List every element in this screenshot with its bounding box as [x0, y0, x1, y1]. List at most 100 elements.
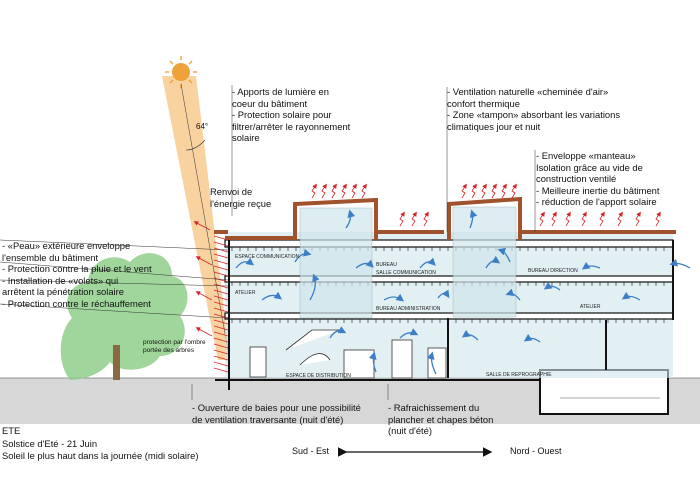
heat-arrow — [581, 211, 587, 227]
shutter-slat — [213, 325, 229, 331]
sun-angle-line — [180, 83, 231, 363]
shutter-slat — [213, 307, 229, 313]
renvoi-line: l'énergie reçue — [210, 197, 272, 209]
annotation-envelope: - Enveloppe «manteau» Isolation grâce au… — [536, 150, 660, 208]
atrium-glass — [299, 206, 517, 319]
annotation-line: de ventilation traversante (nuit d'été) — [192, 413, 344, 425]
annotation-line: - «Peau» extérieure enveloppe — [2, 240, 131, 251]
shutter-slat — [213, 271, 229, 277]
shutter-slat — [213, 253, 229, 259]
shutter-slat — [213, 313, 229, 319]
airflow-arrow — [294, 248, 312, 263]
heat-arrow — [617, 211, 623, 227]
annotation-line: filtrer/arrêter le rayonnement — [232, 120, 351, 132]
heat-arrow — [471, 183, 477, 199]
room-label: ESPACE DE DISTRIBUTION — [286, 373, 351, 379]
roof — [214, 196, 676, 240]
shutter-slat — [213, 235, 229, 241]
room-label: SALLE COMMUNICATION — [376, 270, 436, 276]
season-line: Soleil le plus haut dans la journée (mid… — [2, 450, 199, 461]
heat-arrow — [331, 183, 337, 199]
room-label: ATELIER — [580, 304, 601, 310]
shutter-slat — [213, 247, 229, 253]
renvoi-line: Renvoi de — [210, 186, 253, 197]
heat-arrow — [321, 183, 327, 199]
room-label: BUREAU DIRECTION — [528, 268, 578, 274]
airflow-arrow — [581, 261, 601, 270]
shutter-slat — [213, 343, 229, 349]
annotation-line: - Ventilation naturelle «cheminée d'air» — [447, 86, 609, 97]
shutter-slat — [213, 319, 229, 325]
facade-shutters — [213, 235, 229, 373]
sun-angle-label: 64° — [196, 122, 209, 131]
annotation-line: - Protection solaire pour — [232, 109, 332, 120]
airflow-arrow — [329, 326, 347, 339]
shutter-slat — [213, 337, 229, 343]
airflow-arrow — [368, 351, 377, 373]
shutter-slat — [213, 349, 229, 355]
heat-arrow — [341, 183, 347, 199]
heat-arrow — [539, 211, 545, 227]
annotation-line: arrêtent la pénétration solaire — [2, 286, 124, 297]
heat-arrow — [501, 183, 507, 199]
solar-reflection-arrows — [193, 221, 213, 337]
annotation-line: - Enveloppe «manteau» — [536, 150, 636, 161]
airflow-arrow — [523, 333, 541, 343]
heat-arrow — [461, 183, 467, 199]
annotation-line: - Meilleure inertie du bâtiment — [536, 184, 660, 196]
annotation-line: Isolation grâce au vide de — [536, 161, 643, 173]
annotation-line: - Installation de «volets» qui — [2, 274, 119, 286]
shutter-slat — [213, 277, 229, 283]
walls — [215, 240, 674, 390]
airflow-arrow — [669, 258, 691, 269]
airflow-arrow — [399, 328, 419, 339]
airflow-arrow — [345, 209, 356, 229]
airflow-arrow — [437, 289, 450, 299]
sun-icon — [165, 56, 197, 88]
room-label: BUREAU ADMINISTRATION — [376, 306, 441, 312]
heat-arrow — [551, 211, 557, 227]
heat-arrow — [351, 183, 357, 199]
roof-heat-arrows — [311, 183, 661, 227]
room-label: ESPACE COMMUNICATION — [235, 254, 300, 260]
shutter-slat — [213, 361, 229, 367]
airflow-arrow — [485, 255, 501, 269]
shutter-slat — [213, 331, 229, 337]
sun-ray-band — [162, 76, 230, 360]
season-caption: ETE Solstice d'Eté - 21 Juin Soleil le p… — [2, 425, 198, 463]
airflow-arrow — [419, 257, 436, 269]
annotation-cooling: - Rafraichissement du plancher et chapes… — [388, 402, 493, 437]
heat-arrow — [491, 183, 497, 199]
heat-arrow — [635, 211, 641, 227]
airflow-arrow — [461, 329, 479, 341]
airflow-arrow — [497, 247, 511, 263]
shutter-slat — [213, 295, 229, 301]
annotation-line: portée des arbres — [143, 347, 194, 354]
annotation-line: - Protection contre la pluie et le vent — [2, 263, 152, 274]
annotation-line: - Apports de lumière en — [232, 86, 329, 97]
annotation-line: coeur du bâtiment — [232, 97, 308, 109]
annotation-light: - Apports de lumière en coeur du bâtimen… — [232, 86, 350, 144]
season-line: ETE — [2, 425, 21, 436]
annotation-line: construction ventilé — [536, 173, 617, 184]
shutter-slat — [213, 367, 229, 373]
heat-arrow — [481, 183, 487, 199]
orientation-left: Sud - Est — [292, 446, 330, 456]
heat-arrow — [655, 211, 661, 227]
airflow-arrow — [261, 291, 283, 301]
shutter-slat — [213, 265, 229, 271]
annotation-line: - Protection contre le réchauffement — [2, 297, 151, 309]
annotation-line: - réduction de l'apport solaire — [536, 196, 657, 207]
shutter-slat — [213, 259, 229, 265]
room-label: BUREAU — [376, 262, 397, 268]
heat-arrow — [411, 211, 417, 227]
shutter-slat — [213, 241, 229, 247]
annotation-line: l'ensemble du bâtiment — [2, 251, 99, 263]
room-label: SALLE DE REPROGRAPHIE — [486, 372, 552, 378]
heat-arrow — [311, 183, 317, 199]
shutter-slat — [213, 289, 229, 295]
annotation-line: solaire — [232, 132, 260, 143]
airflow-arrow — [235, 257, 255, 269]
orientation-right: Nord - Ouest — [510, 446, 562, 456]
